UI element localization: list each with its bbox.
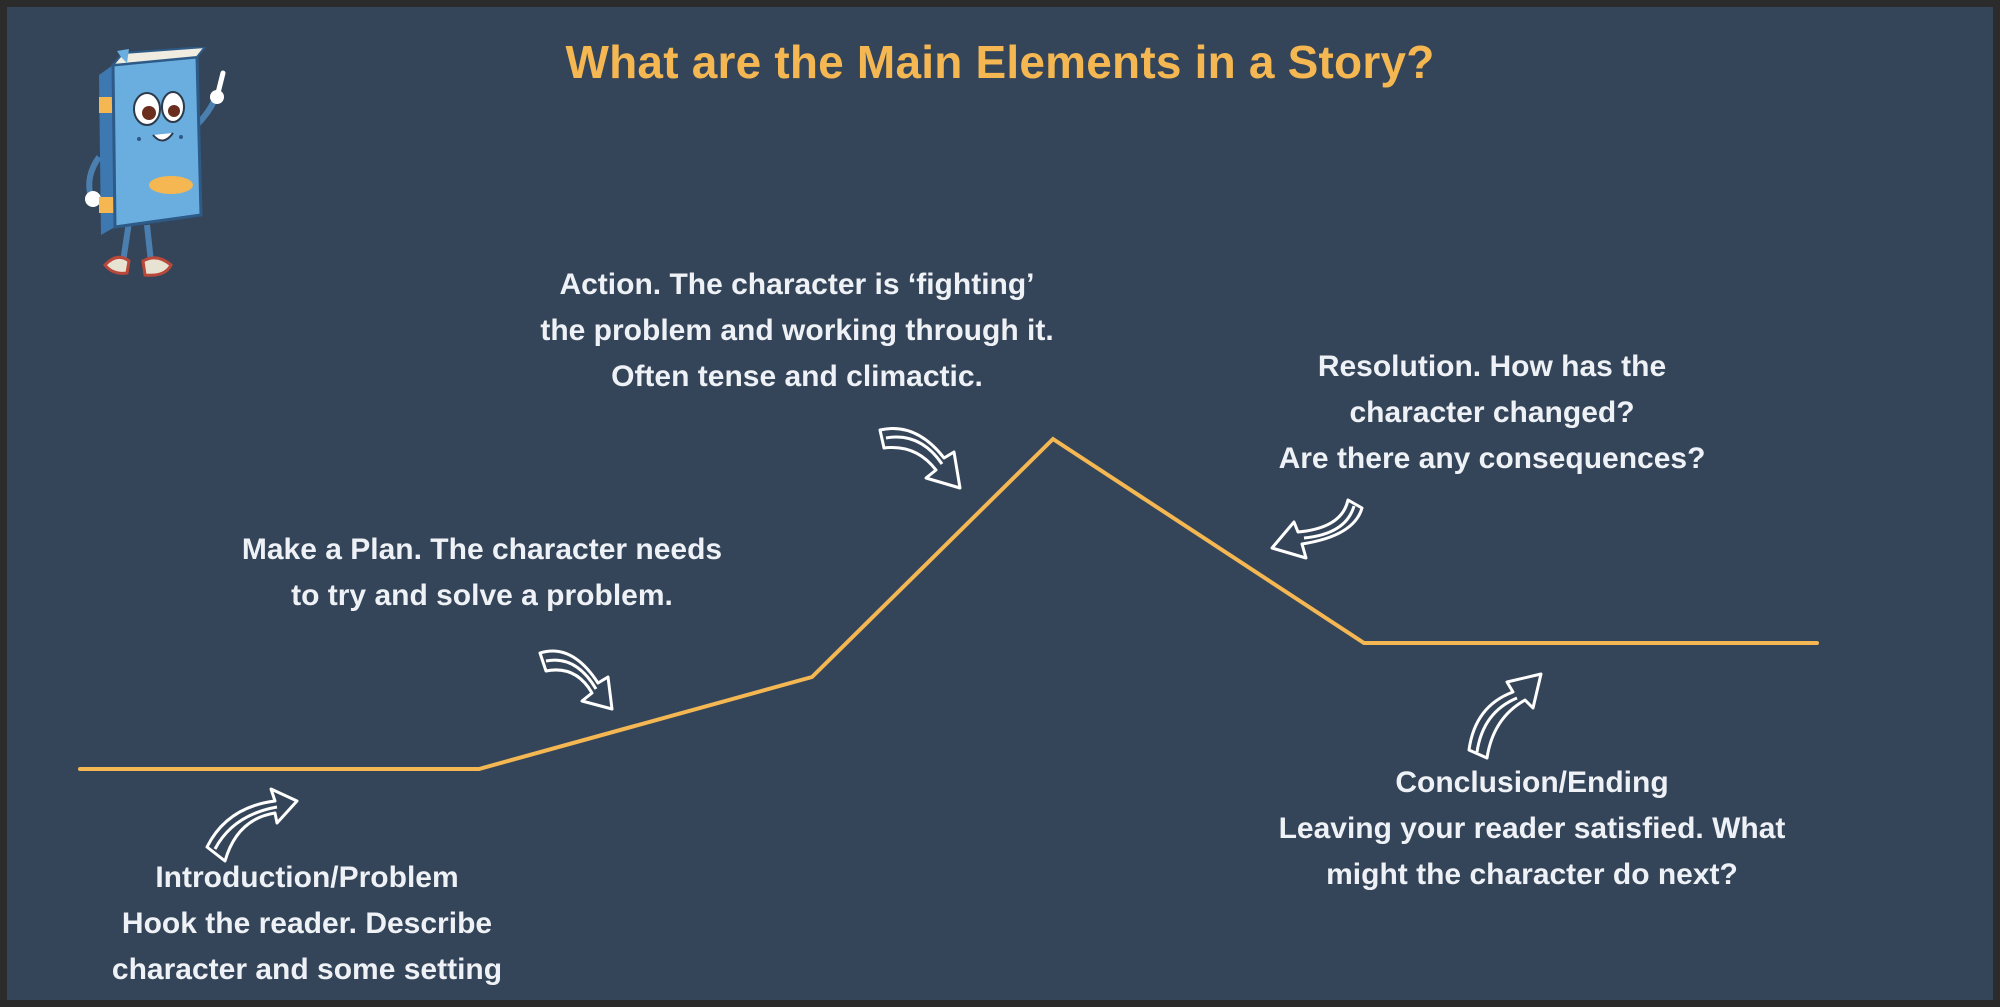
stage-introduction: Introduction/Problem Hook the reader. De… — [7, 855, 607, 993]
stage-introduction-line: Hook the reader. Describe — [121, 907, 493, 940]
stage-conclusion: Conclusion/Ending Leaving your reader sa… — [1207, 760, 1857, 898]
hand-drawn-arrow-icon — [538, 649, 614, 711]
stage-resolution-line: character changed? — [1349, 396, 1635, 429]
stage-action-heading: Action. The character is ‘fighting’ — [559, 268, 1035, 301]
stage-resolution-line: Are there any consequences? — [1278, 442, 1706, 475]
stage-plan: Make a Plan. The character needs to try … — [167, 527, 797, 619]
hand-drawn-arrow-icon — [205, 787, 299, 863]
stage-action-line: the problem and working through it. — [540, 314, 1054, 347]
stage-plan-line: to try and solve a problem. — [291, 579, 673, 612]
hand-drawn-arrow-icon — [878, 427, 962, 490]
stage-introduction-line: character and some setting — [111, 953, 503, 986]
stage-conclusion-line: Leaving your reader satisfied. What — [1278, 812, 1786, 845]
stage-introduction-heading: Introduction/Problem — [155, 861, 459, 894]
story-arc-line — [78, 436, 1819, 771]
book-mascot-icon — [85, 47, 226, 277]
hand-drawn-arrow-icon — [1467, 672, 1543, 760]
stage-resolution: Resolution. How has the character change… — [1207, 344, 1777, 482]
slide: What are the Main Elements in a Story? — [7, 7, 1993, 1000]
stage-plan-heading: Make a Plan. The character needs — [241, 533, 723, 566]
stage-conclusion-line: might the character do next? — [1326, 858, 1738, 891]
stage-action-line: Often tense and climactic. — [611, 360, 983, 393]
story-arc-diagram — [78, 436, 1819, 771]
hand-drawn-arrow-icon — [1270, 498, 1364, 560]
stage-action: Action. The character is ‘fighting’ the … — [477, 262, 1117, 400]
stage-resolution-heading: Resolution. How has the — [1317, 350, 1667, 383]
stage-conclusion-heading: Conclusion/Ending — [1395, 766, 1669, 799]
page-title: What are the Main Elements in a Story? — [565, 36, 1435, 88]
